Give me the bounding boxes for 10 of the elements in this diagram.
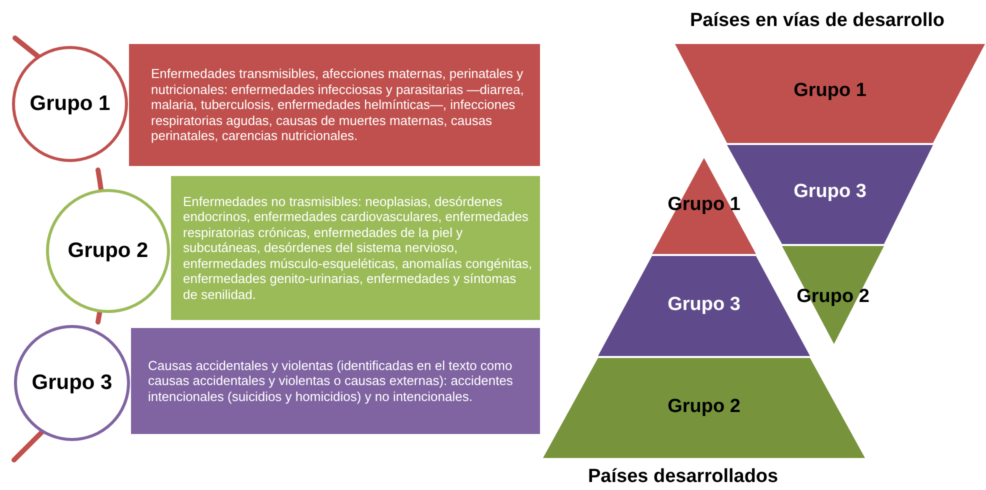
description-panel: Causas accidentales y violentas (identificadas en el texto como causas accidentales y violentas o causas externas): accidentes intencionales (suicidios y homicidios) y no intencionales. bbox=[131, 328, 540, 434]
description-panel: Enfermedades no trasmisibles: neoplasias, desórdenes endocrinos, enfermedades cardiovasculares, enfermedades respiratorias crónicas, enfermedades de la piel y subcutáneas, desórdenes del sistema nervioso, enfermedades músculo-esqueléticas, anomalías congénitas, enfermedades genito-urinarias, enfermedades y síntomas de senilidad. bbox=[171, 176, 540, 320]
description-panel: Enfermedades transmisibles, afecciones maternas, perinatales y nutricionales: enfermedades infecciosas y parasitarias —diarrea, malaria, tuberculosis, enfermedades helmínticas—, infecciones respiratorias agudas, causas de muertes maternas, causas perinatales, carencias nutricionales. bbox=[129, 44, 540, 166]
pyramid-band: Grupo 2 bbox=[543, 358, 865, 458]
pyramid-heading: Países en vías de desarrollo bbox=[690, 10, 945, 32]
group-circle: Grupo 2 bbox=[46, 189, 170, 313]
pyramid-band: Grupo 1 bbox=[675, 44, 985, 143]
group-circle: Grupo 1 bbox=[12, 46, 128, 162]
pyramid-heading: Países desarrollados bbox=[588, 466, 778, 488]
group-circle: Grupo 3 bbox=[14, 325, 130, 441]
